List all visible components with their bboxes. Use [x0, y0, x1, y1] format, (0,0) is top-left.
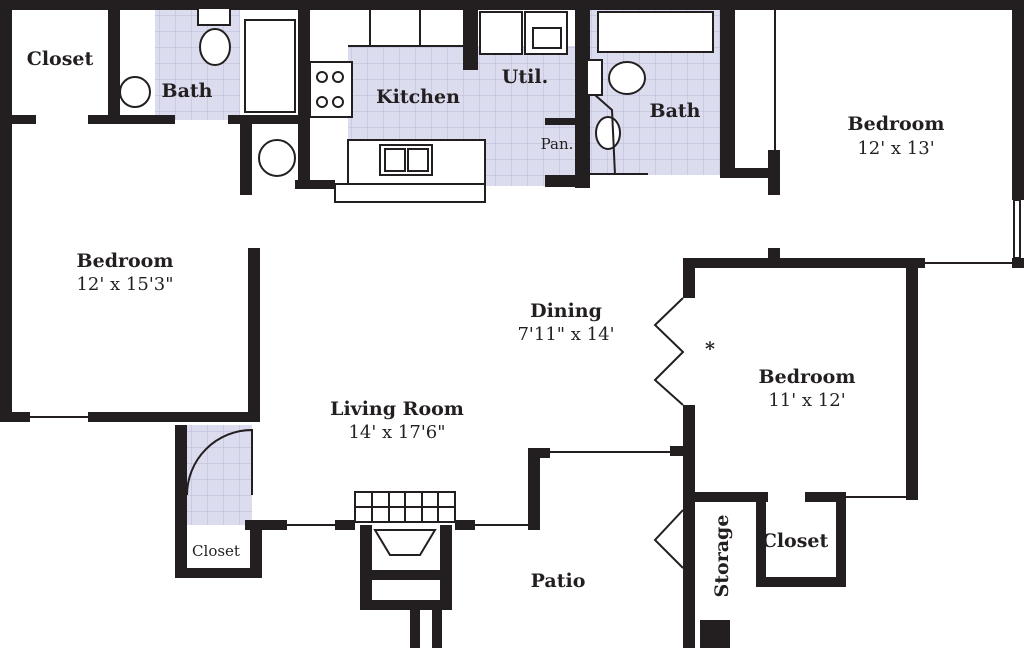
kitchen-label: Kitchen — [376, 86, 460, 108]
wall — [1012, 258, 1024, 268]
closet-top-label: Closet — [26, 48, 94, 70]
wall — [175, 425, 187, 578]
storage-folding-door[interactable] — [653, 509, 684, 569]
bedroom-folding-door[interactable] — [653, 297, 685, 406]
wall — [528, 448, 550, 458]
wall — [756, 577, 846, 587]
wall — [768, 248, 780, 260]
windows — [30, 10, 1021, 526]
closet-bedroom-label: Closet — [761, 530, 829, 552]
wall — [298, 0, 310, 185]
storage-label: Storage — [711, 514, 733, 598]
wall — [720, 168, 780, 178]
bedroom-left-label: Bedroom — [76, 250, 174, 272]
utility-label: Util. — [501, 66, 549, 88]
wall — [410, 600, 420, 648]
wall — [0, 0, 12, 420]
wall — [670, 446, 685, 456]
wall — [836, 492, 846, 587]
right-bath-fixtures — [586, 11, 714, 150]
stove-burners-icon — [315, 71, 344, 108]
bath-right-label: Bath — [649, 100, 701, 122]
wall — [245, 520, 287, 530]
wall — [683, 405, 695, 500]
wall — [756, 502, 766, 587]
wall — [545, 118, 575, 125]
kitchen-cabinets — [348, 10, 463, 47]
wall — [768, 150, 780, 195]
fixtures — [30, 7, 1021, 569]
wall — [575, 0, 590, 188]
wall — [175, 568, 262, 578]
wall — [440, 525, 452, 610]
patio-label: Patio — [530, 570, 586, 592]
bedroom-right-label: Bedroom — [847, 113, 945, 135]
wall — [228, 115, 298, 124]
wall — [683, 258, 695, 298]
asterisk-mark: * — [705, 338, 715, 360]
living-room-label: Living Room — [330, 398, 464, 420]
water-heater-circles — [118, 76, 296, 177]
wall — [248, 248, 260, 422]
bath-left-label: Bath — [161, 80, 213, 102]
living-room-size: 14' x 17'6" — [348, 422, 446, 443]
wall — [0, 0, 1024, 10]
bedroom-middle-label: Bedroom — [758, 366, 856, 388]
dining-size: 7'11" x 14' — [517, 324, 615, 345]
wall — [683, 258, 925, 268]
wall — [805, 492, 845, 502]
wall — [455, 520, 475, 530]
tile-floor — [187, 425, 252, 525]
wall — [700, 620, 730, 648]
left-bath-fixtures — [197, 7, 296, 113]
bedroom-middle-size: 11' x 12' — [768, 390, 846, 411]
entry-door-swing[interactable] — [186, 428, 253, 496]
wall — [12, 115, 36, 124]
wall — [335, 520, 355, 530]
wall — [88, 115, 175, 124]
wall — [0, 412, 30, 422]
wall — [720, 0, 735, 178]
bedroom-left-size: 12' x 15'3" — [76, 274, 174, 295]
wall — [108, 0, 120, 124]
stove — [309, 61, 353, 118]
wall — [683, 502, 695, 648]
wall — [88, 412, 260, 422]
wall — [432, 600, 442, 648]
wall — [360, 525, 372, 610]
sink-icon — [379, 144, 433, 176]
wall — [360, 600, 452, 610]
wall — [1012, 0, 1024, 200]
fireplace-hearth — [354, 491, 456, 556]
washer-dryer — [479, 11, 568, 55]
bedroom-right-size: 12' x 13' — [857, 138, 935, 159]
wall — [250, 520, 262, 578]
wall — [545, 175, 590, 187]
wall — [463, 0, 478, 70]
tile-floor — [155, 10, 240, 120]
right-bath-vanity — [590, 94, 648, 176]
wall — [906, 258, 918, 500]
wall — [360, 570, 452, 580]
closet-entry-label: Closet — [192, 542, 240, 560]
wall — [240, 115, 252, 195]
wall — [295, 180, 335, 189]
wall — [683, 492, 768, 502]
dining-label: Dining — [530, 300, 602, 322]
pantry-label: Pan. — [540, 135, 574, 153]
